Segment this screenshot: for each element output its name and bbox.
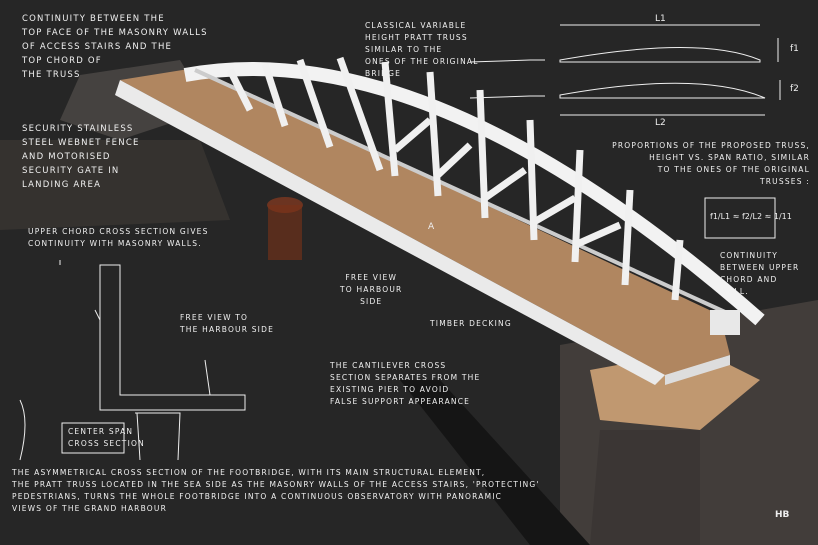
note-continuity-wall: Continuity between upper chord and wall.: [720, 251, 800, 296]
existing-pier: [400, 380, 590, 545]
dimension-l1: L1: [655, 14, 666, 24]
center-span-label-box: [61, 422, 125, 454]
section-mark: A: [428, 222, 435, 232]
footbridge-description: The asymmetrical cross section of the fo…: [12, 468, 540, 513]
note-stairs-continuity: Continuity between the top face of the m…: [22, 14, 208, 80]
signature: HB: [775, 510, 790, 520]
deck-edge-beam: [115, 80, 665, 385]
note-security: Security stainless steel webnet fence an…: [22, 124, 140, 190]
note-proportions: Proportions of the proposed truss, heigh…: [612, 141, 810, 186]
truss-elevation-sketches: [469, 24, 781, 239]
proportion-formula: f1/L1 ≈ f2/L2 ≈ 1/11: [710, 212, 792, 221]
dimension-l2: L2: [655, 118, 666, 128]
dimension-f2: f2: [790, 84, 799, 94]
note-pratt-truss: Classical variable height Pratt truss si…: [365, 21, 479, 78]
note-center-span: Center span cross section: [68, 427, 145, 448]
truss-diagonals: [226, 56, 684, 301]
note-upper-chord: Upper chord cross section gives continui…: [28, 227, 209, 248]
mooring-bollard: [268, 205, 302, 260]
note-timber-decking: Timber decking: [430, 319, 512, 328]
timber-deck: [120, 68, 730, 375]
cross-section-sketch: [19, 260, 246, 461]
note-cantilever: The cantilever cross section separates f…: [330, 361, 481, 406]
truss-upper-chord: [183, 62, 765, 326]
dimension-f1: f1: [790, 44, 799, 54]
note-free-view-center: Free view to harbour side: [340, 273, 403, 306]
note-free-view-section: Free view to the harbour side: [180, 313, 275, 334]
